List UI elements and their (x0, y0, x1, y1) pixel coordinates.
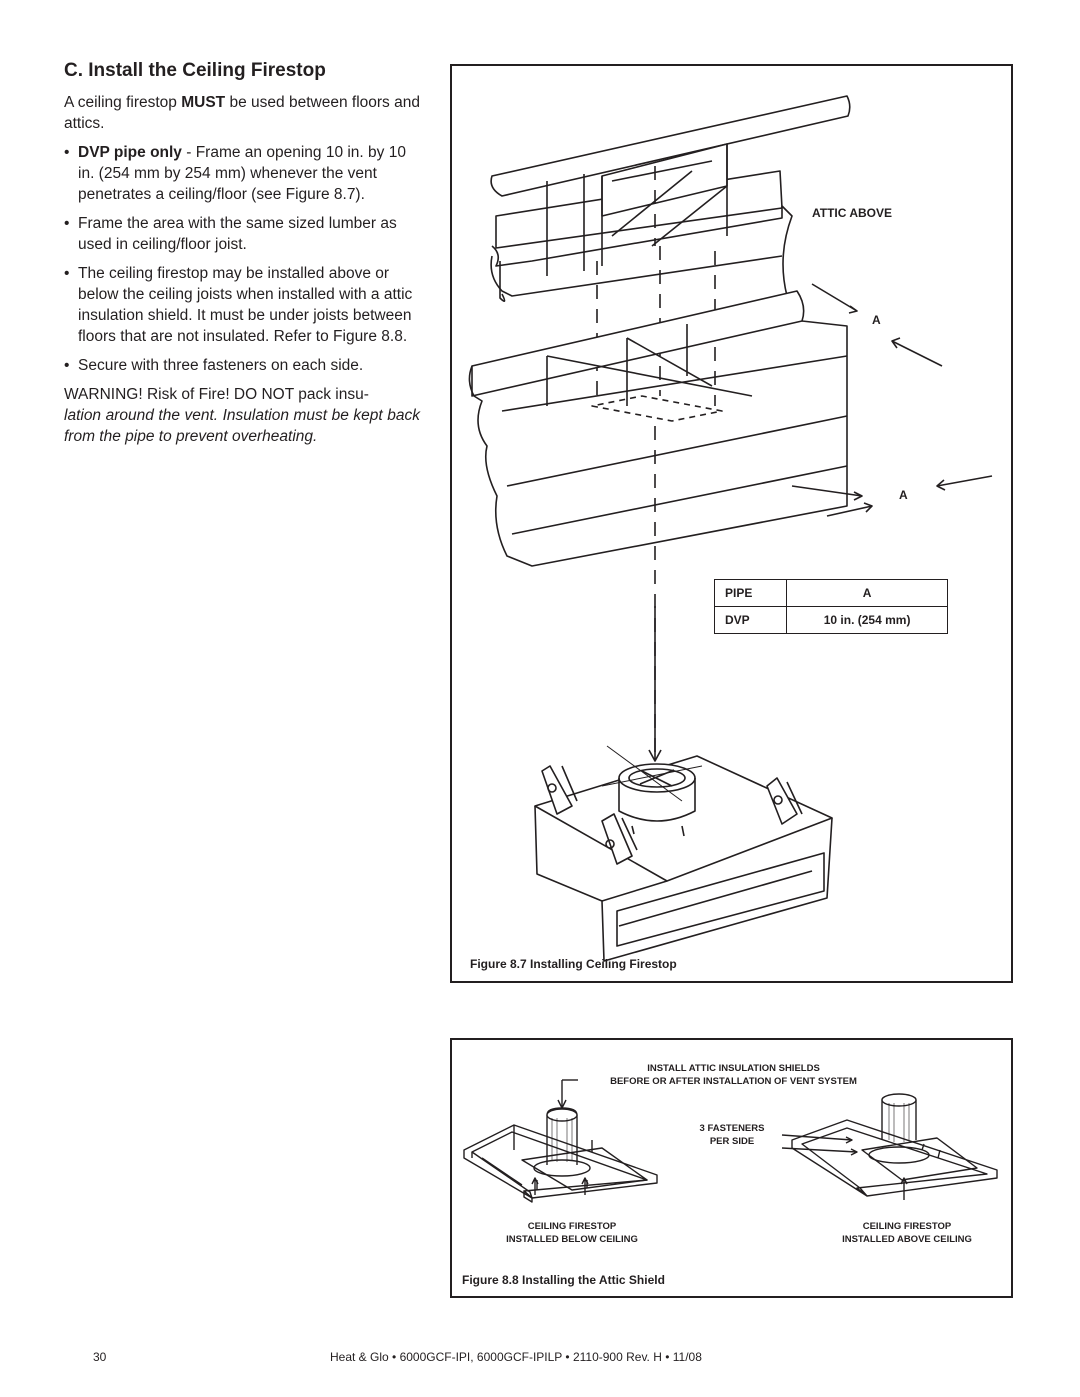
page-number: 30 (93, 1350, 107, 1364)
warning-text: WARNING! Risk of Fire! DO NOT pack insu- (64, 386, 369, 403)
placement-text: The ceiling firestop may be installed ab… (78, 265, 413, 345)
above-ceiling-line1: CEILING FIRESTOP (862, 1221, 952, 1232)
frame-text: Frame the area with the same sized lumbe… (78, 215, 397, 253)
intro-emphasis: MUST (181, 94, 226, 111)
list-item: The ceiling firestop may be installed ab… (64, 263, 420, 347)
list-item: Secure with three fasteners on each side… (64, 355, 420, 376)
shield-instruction-label: INSTALL ATTIC INSULATION SHIELDS BEFORE … (452, 1062, 1015, 1088)
above-ceiling-label: CEILING FIRESTOP INSTALLED ABOVE CEILING (817, 1220, 997, 1246)
figure-caption: Figure 8.7 Installing Ceiling Firestop (470, 957, 677, 971)
table-row: PIPE A (713, 579, 948, 607)
warning-paragraph: WARNING! Risk of Fire! DO NOT pack insu-… (64, 384, 420, 447)
fasteners-label: 3 FASTENERS PER SIDE (682, 1122, 782, 1148)
intro-text-end: be used between floors and attics. (64, 94, 420, 132)
figure-installing-ceiling-firestop: ATTIC ABOVE A A PIPE A DVP 10 in. (254 m… (450, 64, 1013, 983)
attic-above-label: ATTIC ABOVE (812, 206, 892, 220)
intro-text: A ceiling firestop (64, 94, 182, 111)
shield-instruction-line1: INSTALL ATTIC INSULATION SHIELDS (647, 1063, 820, 1074)
firestop-illustration (468, 95, 993, 962)
fasteners-text: Secure with three fasteners on each side… (78, 357, 364, 374)
below-ceiling-line2: INSTALLED BELOW CEILING (506, 1234, 638, 1245)
intro-paragraph: A ceiling firestop MUST be used between … (64, 92, 420, 134)
dvp-text: - Frame an opening 10 in. by 10 in. (254… (78, 144, 406, 203)
shield-instruction-line2: BEFORE OR AFTER INSTALLATION OF VENT SYS… (610, 1076, 857, 1087)
dimension-a-label: A (872, 313, 881, 327)
table-cell-pipe: DVP (713, 606, 788, 634)
table-cell-dimension: 10 in. (254 mm) (786, 606, 948, 634)
dvp-emphasis: DVP pipe only (78, 144, 182, 161)
above-ceiling-line2: INSTALLED ABOVE CEILING (842, 1234, 972, 1245)
fasteners-line1: 3 FASTENERS (699, 1123, 765, 1134)
below-ceiling-label: CEILING FIRESTOP INSTALLED BELOW CEILING (482, 1220, 662, 1246)
instruction-list: DVP pipe only - Frame an opening 10 in. … (64, 142, 420, 376)
list-item: Frame the area with the same sized lumbe… (64, 213, 420, 255)
pipe-dimension-table: PIPE A DVP 10 in. (254 mm) (713, 579, 948, 634)
dimension-a-label: A (899, 488, 908, 502)
table-header-a: A (786, 579, 948, 607)
list-item: DVP pipe only - Frame an opening 10 in. … (64, 142, 420, 205)
document-footer: Heat & Glo • 6000GCF-IPI, 6000GCF-IPILP … (330, 1350, 702, 1364)
figure-installing-attic-shield: INSTALL ATTIC INSULATION SHIELDS BEFORE … (450, 1038, 1013, 1298)
below-ceiling-line1: CEILING FIRESTOP (527, 1221, 617, 1232)
fasteners-line2: PER SIDE (709, 1136, 755, 1147)
instructions-column: A ceiling firestop MUST be used between … (64, 92, 420, 455)
warning-italic-text: lation around the vent. Insulation must … (64, 407, 420, 445)
section-heading: C. Install the Ceiling Firestop (64, 60, 326, 81)
table-row: DVP 10 in. (254 mm) (713, 606, 948, 634)
table-header-pipe: PIPE (713, 579, 788, 607)
figure-caption: Figure 8.8 Installing the Attic Shield (462, 1273, 665, 1287)
attic-shield-illustration (463, 1079, 998, 1203)
